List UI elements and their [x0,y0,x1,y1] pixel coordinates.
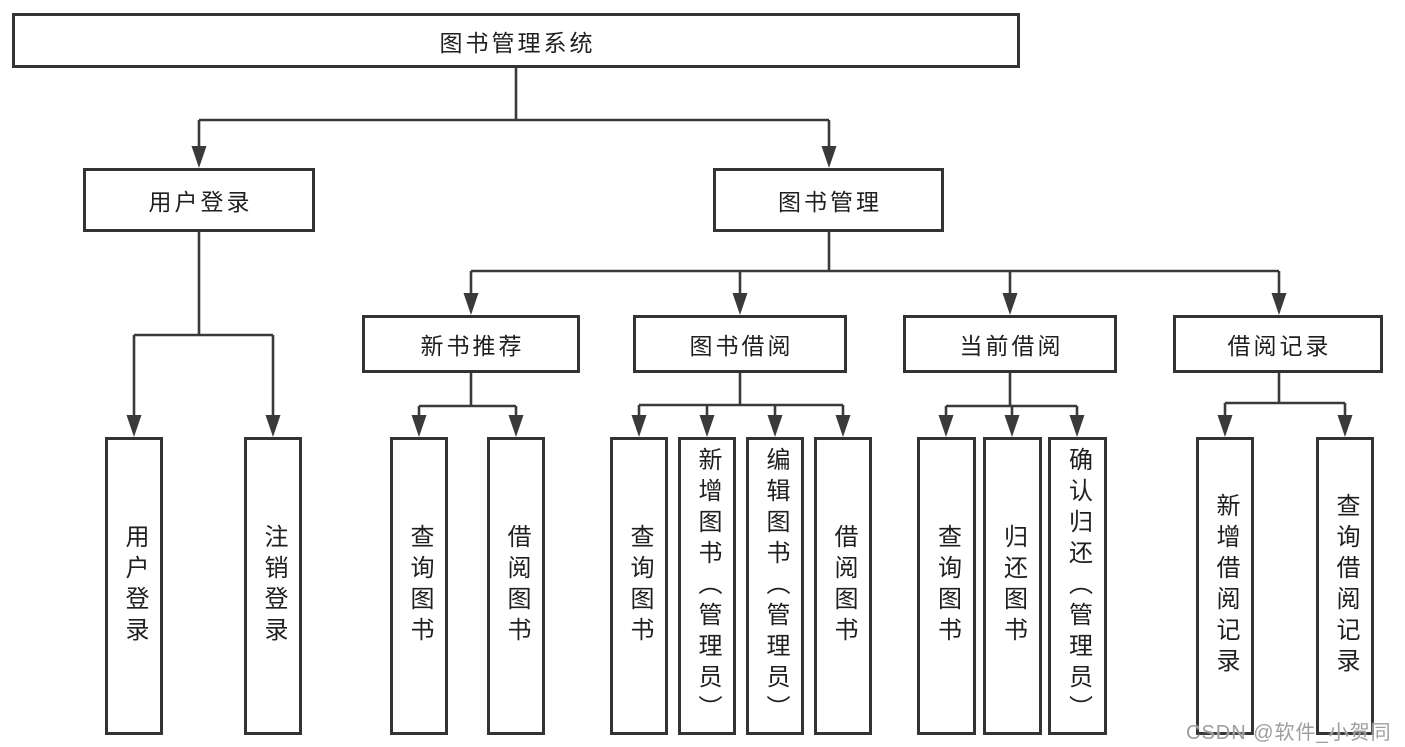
node-book-management-branch-label: 图书管理 [778,189,882,215]
node-query-books-recommend-label: 查询图书 [406,524,433,648]
arrowhead [767,415,783,437]
arrowhead [126,415,142,437]
node-query-books-borrowing-label: 查询图书 [626,524,653,648]
node-book-borrowing: 图书借阅 [633,315,847,373]
node-add-books-admin: 新增图书（管理员） [678,437,736,735]
arrowhead [835,415,851,437]
arrowhead [265,415,281,437]
node-user-login-branch-label: 用户登录 [148,189,253,215]
node-add-books-admin-label: 新增图书（管理员） [694,446,721,726]
node-current-borrowing-label: 当前借阅 [959,333,1064,359]
node-borrow-books-borrowing: 借阅图书 [814,437,872,735]
node-edit-books-admin: 编辑图书（管理员） [746,437,804,735]
node-confirm-return-admin-label: 确认归还（管理员） [1064,446,1092,726]
arrowhead [463,293,479,315]
node-borrow-books-recommend: 借阅图书 [487,437,545,735]
arrowhead [1217,415,1233,437]
node-query-borrow-record-label: 查询借阅记录 [1332,493,1359,679]
node-query-books-recommend: 查询图书 [390,437,448,735]
node-borrowing-records: 借阅记录 [1173,315,1383,373]
node-user-login-leaf-label: 用户登录 [121,524,148,648]
node-borrowing-records-label: 借阅记录 [1227,333,1332,359]
arrowhead [732,293,748,315]
node-return-books-label: 归还图书 [999,524,1027,648]
connector-book-mgmt-groups [463,232,1287,315]
node-query-books-current: 查询图书 [917,437,976,735]
node-logout-leaf-label: 注销登录 [260,524,287,648]
connector-current-borrow-children [938,373,1085,437]
node-query-books-borrowing: 查询图书 [610,437,668,735]
node-confirm-return-admin: 确认归还（管理员） [1048,437,1107,735]
node-borrow-books-recommend-label: 借阅图书 [503,524,530,648]
node-user-login-branch: 用户登录 [83,168,315,232]
arrowhead [1271,293,1287,315]
node-new-book-recommend: 新书推荐 [362,315,580,373]
node-new-book-recommend-label: 新书推荐 [420,333,525,359]
connector-root-to-branches [191,68,837,168]
arrowhead [1002,293,1018,315]
arrowhead [631,415,647,437]
node-book-borrowing-label: 图书借阅 [689,333,794,359]
arrowhead [821,146,837,168]
arrowhead [508,415,524,437]
node-query-borrow-record: 查询借阅记录 [1316,437,1374,735]
arrowhead [1004,415,1020,437]
node-current-borrowing: 当前借阅 [903,315,1117,373]
node-query-books-current-label: 查询图书 [933,524,961,648]
node-user-login-leaf: 用户登录 [105,437,163,735]
arrowhead [1337,415,1353,437]
connector-borrow-record-children [1217,373,1353,437]
node-borrow-books-borrowing-label: 借阅图书 [830,524,857,648]
arrowhead [938,415,954,437]
connector-user-login-children [126,232,281,437]
arrowhead [411,415,427,437]
node-logout-leaf: 注销登录 [244,437,302,735]
connector-new-book-children [411,373,524,437]
connector-book-borrow-children [631,373,851,437]
arrowhead [191,146,207,168]
node-book-management-branch: 图书管理 [713,168,944,232]
node-library-system: 图书管理系统 [12,13,1020,68]
arrowhead [699,415,715,437]
arrowhead [1069,415,1085,437]
csdn-watermark: CSDN @软件_小贺同学 [1186,722,1392,744]
node-add-borrow-record-label: 新增借阅记录 [1212,493,1239,679]
node-edit-books-admin-label: 编辑图书（管理员） [762,446,789,726]
node-add-borrow-record: 新增借阅记录 [1196,437,1254,735]
node-return-books: 归还图书 [983,437,1042,735]
node-library-system-label: 图书管理系统 [439,29,596,56]
